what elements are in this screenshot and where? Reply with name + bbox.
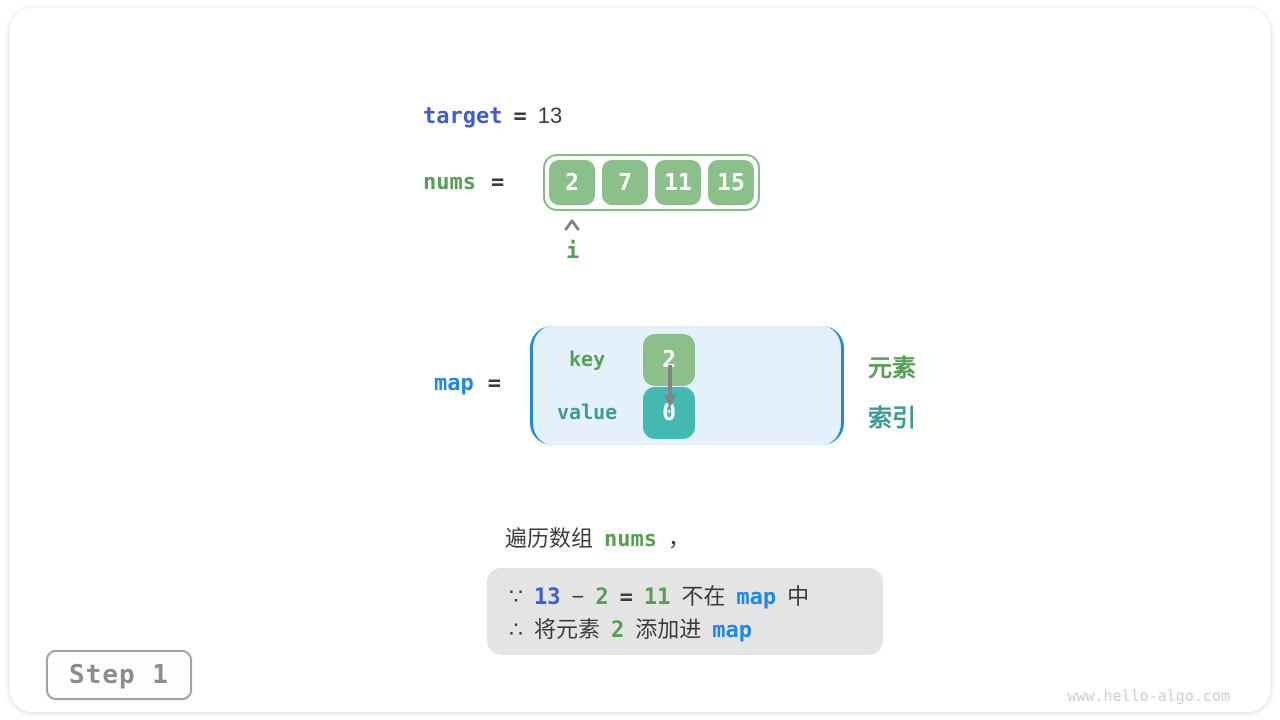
token: 将元素 xyxy=(534,616,601,642)
token: ∴ xyxy=(509,616,523,642)
map-container: key value 2 0 xyxy=(530,326,844,445)
token: = xyxy=(619,585,633,611)
token: map xyxy=(736,585,777,611)
map-value-label: value xyxy=(557,400,618,424)
map-key-label: key xyxy=(569,347,606,371)
array-cell: 7 xyxy=(602,160,648,205)
token: 遍历数组 xyxy=(505,526,594,551)
index-pointer-label: i xyxy=(566,239,580,264)
token: 不在 xyxy=(681,584,726,610)
index-label: 索引 xyxy=(868,405,916,432)
index-pointer-caret-icon xyxy=(564,219,580,231)
equals-sign: = xyxy=(490,170,505,195)
token: 中 xyxy=(787,584,810,610)
array-cell: 11 xyxy=(655,160,701,205)
note-box: ∵ 13−2 = 11 不在 map 中 ∴ 将元素 2 添加进 map xyxy=(487,568,883,655)
token: − xyxy=(571,584,585,610)
nums-assignment: nums = xyxy=(423,170,504,195)
target-assignment: target = 13 xyxy=(423,103,562,129)
step-badge: Step 1 xyxy=(46,650,192,700)
token: map xyxy=(712,617,753,643)
token: = xyxy=(513,104,527,129)
caption: 遍历数组 nums ， xyxy=(505,521,690,553)
token: 2 xyxy=(595,585,609,611)
key-to-value-arrow-icon xyxy=(664,365,676,408)
element-label: 元素 xyxy=(868,355,916,382)
nums-label: nums xyxy=(423,170,476,195)
note-line-2: ∴ 将元素 2 添加进 map xyxy=(509,612,861,644)
equals-sign: = xyxy=(487,371,501,396)
token: 2 xyxy=(611,617,625,643)
token: target xyxy=(423,104,503,129)
token: 13 xyxy=(534,585,561,611)
array-cell: 15 xyxy=(708,160,754,205)
token: ∵ xyxy=(509,584,523,610)
array-cell: 2 xyxy=(549,160,595,205)
diagram-card: target = 13 nums = 2 7 11 15 i map = key v… xyxy=(10,8,1270,712)
note-line-1: ∵ 13−2 = 11 不在 map 中 xyxy=(509,579,861,611)
map-label: map xyxy=(434,371,474,396)
map-assignment: map = xyxy=(434,371,501,396)
token: 添加进 xyxy=(635,616,702,642)
token: ， xyxy=(668,526,691,551)
nums-array: 2 7 11 15 xyxy=(543,154,760,211)
watermark: www.hello-algo.com xyxy=(1067,687,1230,705)
token: nums xyxy=(604,527,657,552)
token: 13 xyxy=(537,103,563,128)
token: 11 xyxy=(643,585,671,611)
